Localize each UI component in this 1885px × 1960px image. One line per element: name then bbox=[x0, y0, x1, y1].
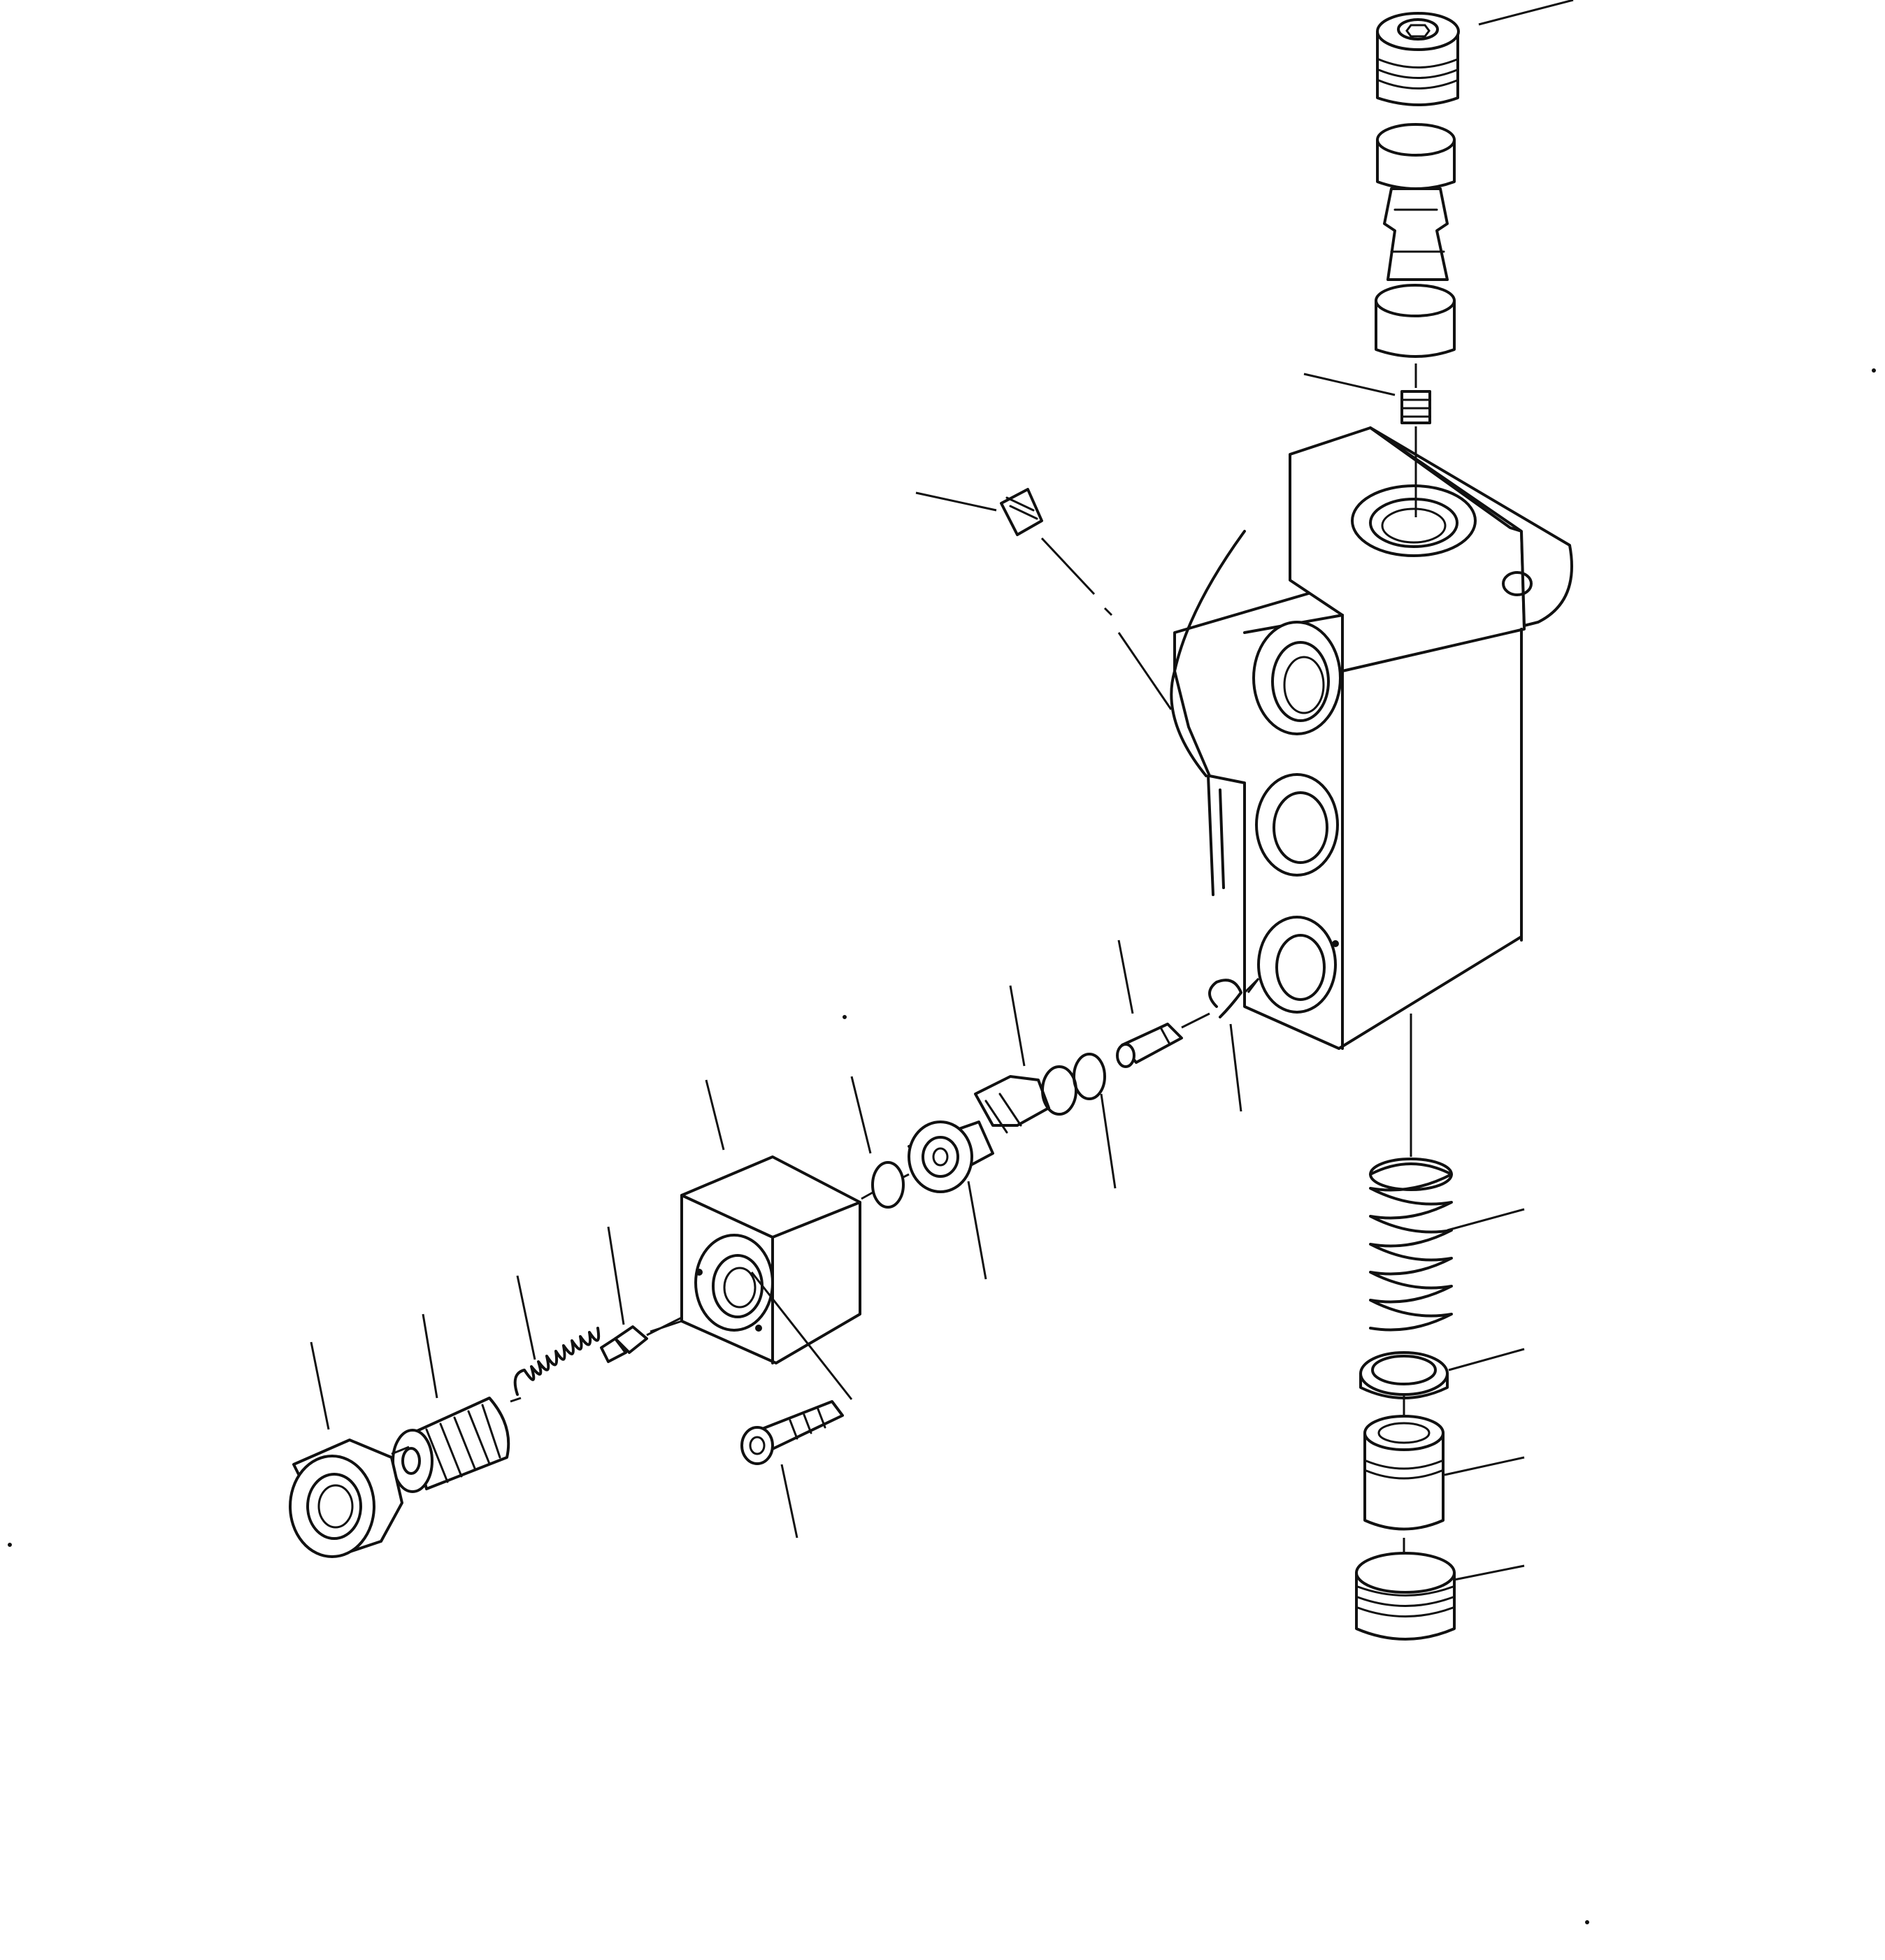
bottom-ring bbox=[1359, 1351, 1449, 1399]
bottom-plug bbox=[1355, 1538, 1456, 1641]
pin bbox=[1116, 1023, 1183, 1068]
spring-seat bbox=[392, 1397, 510, 1493]
socket-screw bbox=[740, 1271, 853, 1465]
top-spool-cartridge bbox=[1375, 123, 1456, 358]
o-ring-a bbox=[871, 1161, 905, 1209]
valve-body bbox=[1170, 426, 1573, 1050]
callout-leaders bbox=[310, 0, 1574, 1581]
set-screw-side bbox=[1000, 488, 1173, 710]
poppet-valve bbox=[908, 1075, 1050, 1193]
bottom-spring bbox=[1369, 1014, 1453, 1332]
top-plug bbox=[1376, 12, 1460, 106]
bottom-sleeve bbox=[1363, 1395, 1445, 1531]
pilot-block bbox=[680, 1155, 861, 1364]
o-ring-c bbox=[1073, 1053, 1106, 1100]
o-ring-b bbox=[1041, 1065, 1077, 1116]
set-screw-top bbox=[1400, 363, 1431, 517]
cap-nut bbox=[289, 1439, 403, 1558]
small-spring bbox=[513, 1327, 601, 1396]
assembly-axis-line bbox=[391, 978, 1260, 1455]
